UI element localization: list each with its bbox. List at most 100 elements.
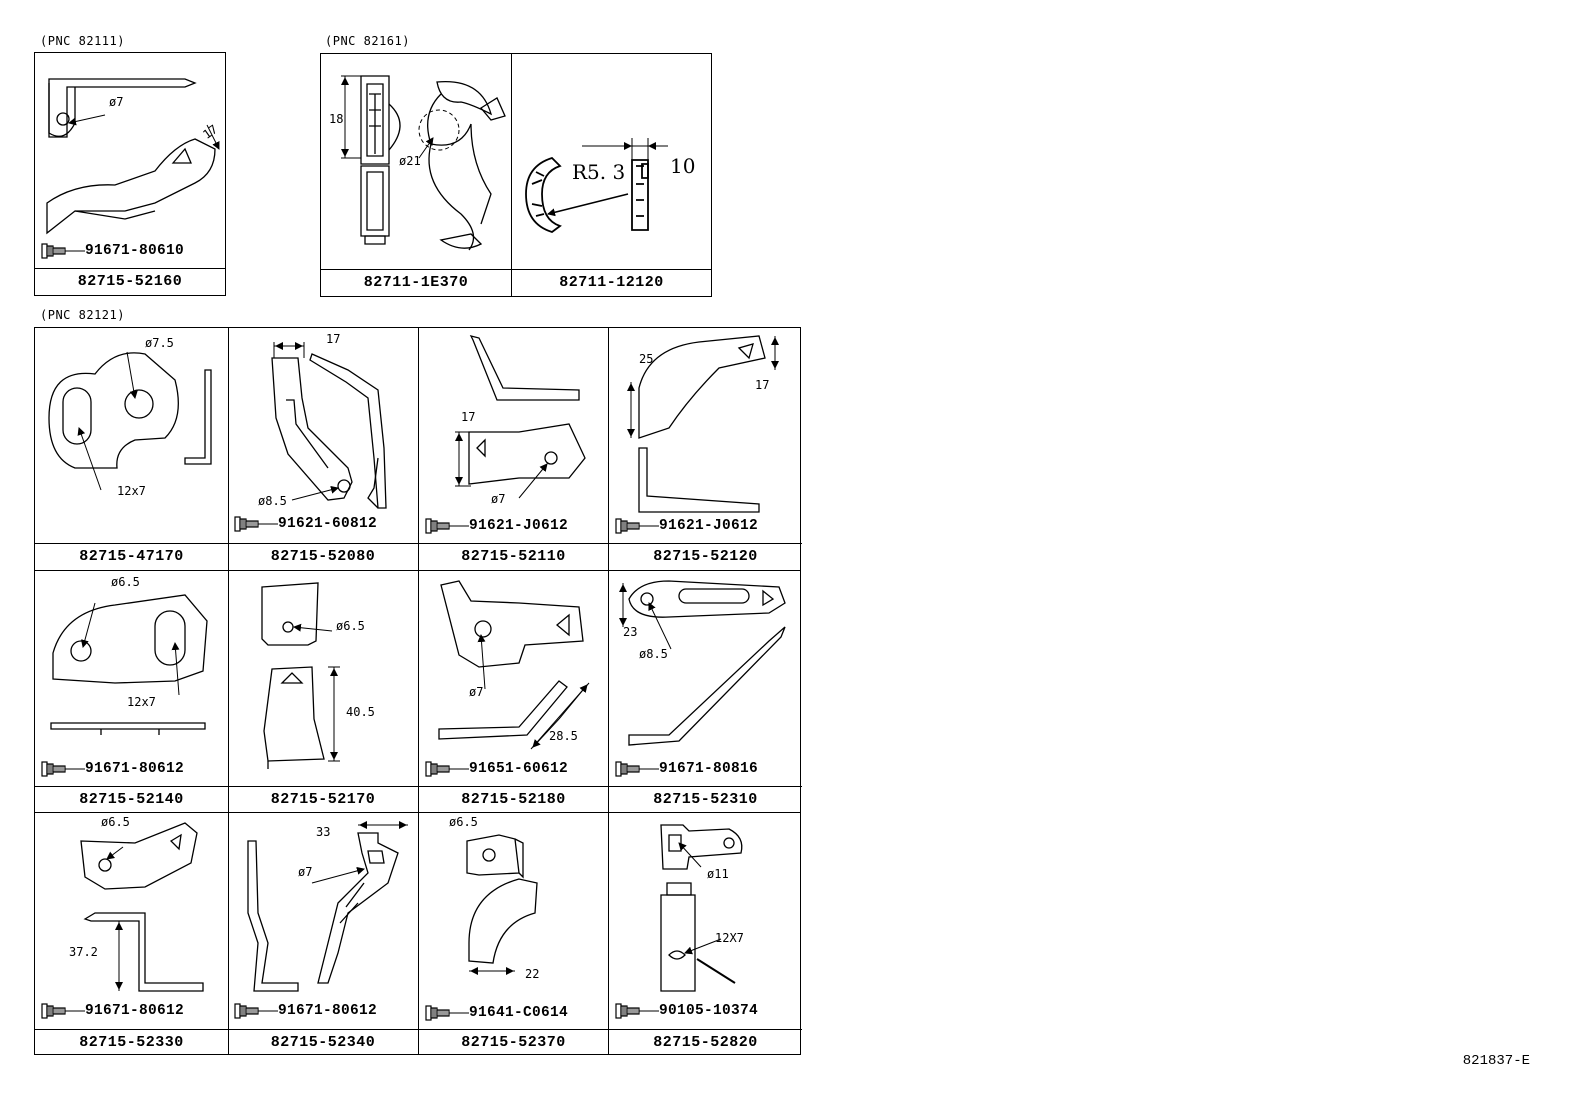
bracket-drawing xyxy=(419,571,608,813)
bolt-91621-60812: 91621-60812 xyxy=(234,516,377,532)
bolt-91641-C0614: 91641-C0614 xyxy=(425,1005,568,1021)
screw-icon xyxy=(615,1003,659,1019)
bolt-part-number: 91651-60612 xyxy=(469,761,569,777)
bolt-part-number: 91621-J0612 xyxy=(469,518,569,534)
flange-bolt-icon xyxy=(41,243,85,259)
clamp-drawing xyxy=(341,54,511,296)
flange-bolt-icon xyxy=(425,1005,469,1021)
part-number-label: 82715-52080 xyxy=(228,543,418,570)
part-number-label: 82715-52110 xyxy=(419,543,608,570)
flange-bolt-icon xyxy=(615,518,659,534)
dim-height: 25 xyxy=(639,352,654,366)
dim-diameter: ø21 xyxy=(399,154,421,168)
part-number-label: 82715-52330 xyxy=(35,1029,228,1056)
bracket-drawing xyxy=(619,571,802,813)
bolt-91671-80816: 91671-80816 xyxy=(615,761,758,777)
bolt-part-number: 91671-80612 xyxy=(85,1003,185,1019)
dim-width: 17 xyxy=(326,332,341,346)
flange-bolt-icon xyxy=(234,516,278,532)
part-cell-82715-52340[interactable]: 33 ø7 91671-80612 82715-52340 xyxy=(228,813,418,1056)
dim-diameter: ø6.5 xyxy=(101,815,130,829)
dim-height: 18 xyxy=(329,112,344,126)
bolt-part-number: 90105-10374 xyxy=(659,1003,759,1019)
part-cell-82715-52110[interactable]: 17 ø7 91621-J0612 82715-52110 xyxy=(419,328,608,570)
panel-pnc-82111: ø7 17 91671-80610 82715-52160 xyxy=(34,52,226,296)
flange-bolt-icon xyxy=(234,1003,278,1019)
bolt-91621-J0612: 91621-J0612 xyxy=(615,518,758,534)
clip-drawing xyxy=(512,54,711,296)
part-cell-82711-12120[interactable]: R5. 3 10 82711-12120 xyxy=(512,54,711,296)
bolt-91671-80612: 91671-80612 xyxy=(234,1003,377,1019)
flange-bolt-icon xyxy=(615,761,659,777)
dim-diameter: ø6.5 xyxy=(449,815,478,829)
bolt-91621-J0612: 91621-J0612 xyxy=(425,518,568,534)
bracket-drawing xyxy=(228,571,418,813)
part-number-label: 82711-12120 xyxy=(512,269,711,296)
bracket-drawing xyxy=(228,342,418,570)
part-number-label: 82715-52180 xyxy=(419,786,608,813)
bracket-drawing xyxy=(419,813,608,975)
bolt-part-number: 91671-80816 xyxy=(659,761,759,777)
bracket-drawing xyxy=(35,813,228,1056)
panel-pnc-82121: ø7.5 12x7 82715-47170 17 ø8.5 91621-6081… xyxy=(34,327,802,1056)
part-number-label: 82715-52340 xyxy=(228,1029,418,1056)
part-number-label: 82715-52120 xyxy=(609,543,802,570)
dim-length: 37.2 xyxy=(69,945,98,959)
part-cell-82715-52120[interactable]: 25 17 91621-J0612 82715-52120 xyxy=(609,328,802,570)
part-number-label: 82715-52170 xyxy=(228,786,418,813)
dim-width: 33 xyxy=(316,825,331,839)
part-cell-82715-52370[interactable]: ø6.5 22 91641-C0614 82715-52370 xyxy=(419,813,608,1056)
group-label-82111: (PNC 82111) xyxy=(40,34,125,48)
dim-diameter: ø8.5 xyxy=(258,494,287,508)
flange-bolt-icon xyxy=(41,761,85,777)
dim-length: 28.5 xyxy=(549,729,578,743)
dim-slot: 12x7 xyxy=(117,484,146,498)
bolt-91651-60612: 91651-60612 xyxy=(425,761,568,777)
part-cell-82715-52820[interactable]: ø11 12X7 90105-10374 82715-52820 xyxy=(609,813,802,1056)
dim-diameter: ø6.5 xyxy=(336,619,365,633)
bolt-91671-80612: 91671-80612 xyxy=(41,1003,184,1019)
flange-bolt-icon xyxy=(41,1003,85,1019)
bracket-drawing xyxy=(35,328,228,570)
dim-diameter: ø11 xyxy=(707,867,729,881)
bracket-drawing xyxy=(35,53,220,295)
part-cell-82715-52330[interactable]: ø6.5 37.2 91671-80612 82715-52330 xyxy=(35,813,228,1056)
part-cell-82715-47170[interactable]: ø7.5 12x7 82715-47170 xyxy=(35,328,228,570)
figure-reference: 821837-E xyxy=(1462,1053,1530,1069)
part-cell-82715-52310[interactable]: 23 ø8.5 91671-80816 82715-52310 xyxy=(609,571,802,813)
bolt-part-number: 91671-80610 xyxy=(85,243,185,259)
part-number-label: 82715-52140 xyxy=(35,786,228,813)
bracket-drawing xyxy=(627,328,779,570)
bracket-drawing xyxy=(228,821,418,1056)
bolt-part-number: 91671-80612 xyxy=(85,761,185,777)
bracket-drawing xyxy=(35,571,228,813)
dim-diameter: ø7 xyxy=(491,492,506,506)
bolt-91671-80610: 91671-80610 xyxy=(41,243,184,259)
part-cell-82711-1E370[interactable]: 18 ø21 82711-1E370 xyxy=(321,54,511,296)
flange-bolt-icon xyxy=(425,761,469,777)
part-number-label: 82711-1E370 xyxy=(321,269,511,296)
part-cell-82715-52080[interactable]: 17 ø8.5 91621-60812 82715-52080 xyxy=(228,328,418,570)
dim-height: 23 xyxy=(623,625,638,639)
part-cell-82715-52170[interactable]: ø6.5 40.5 82715-52170 xyxy=(228,571,418,813)
bolt-91671-80612: 91671-80612 xyxy=(41,761,184,777)
part-cell-82715-52140[interactable]: ø6.5 12x7 91671-80612 82715-52140 xyxy=(35,571,228,813)
dim-slot: 12X7 xyxy=(715,931,744,945)
bolt-part-number: 91641-C0614 xyxy=(469,1005,569,1021)
dim-diameter: ø6.5 xyxy=(111,575,140,589)
panel-pnc-82161: 18 ø21 82711-1E370 R5. 3 10 82711-12120 xyxy=(320,53,712,297)
group-label-82121: (PNC 82121) xyxy=(40,308,125,322)
dim-slot: 12x7 xyxy=(127,695,156,709)
dim-thickness: 10 xyxy=(670,154,696,178)
bolt-part-number: 91621-60812 xyxy=(278,516,378,532)
group-label-82161: (PNC 82161) xyxy=(325,34,410,48)
part-number-label: 82715-52310 xyxy=(609,786,802,813)
bracket-drawing xyxy=(609,813,802,1056)
dim-diameter: ø7 xyxy=(109,95,124,109)
bracket-drawing xyxy=(455,328,608,570)
screw-90105-10374: 90105-10374 xyxy=(615,1003,758,1019)
part-cell-82715-52180[interactable]: ø7 28.5 91651-60612 82715-52180 xyxy=(419,571,608,813)
dim-diameter: ø8.5 xyxy=(639,647,668,661)
part-cell-82715-52160[interactable]: ø7 17 91671-80610 82715-52160 xyxy=(35,53,225,295)
part-number-label: 82715-47170 xyxy=(35,543,228,570)
